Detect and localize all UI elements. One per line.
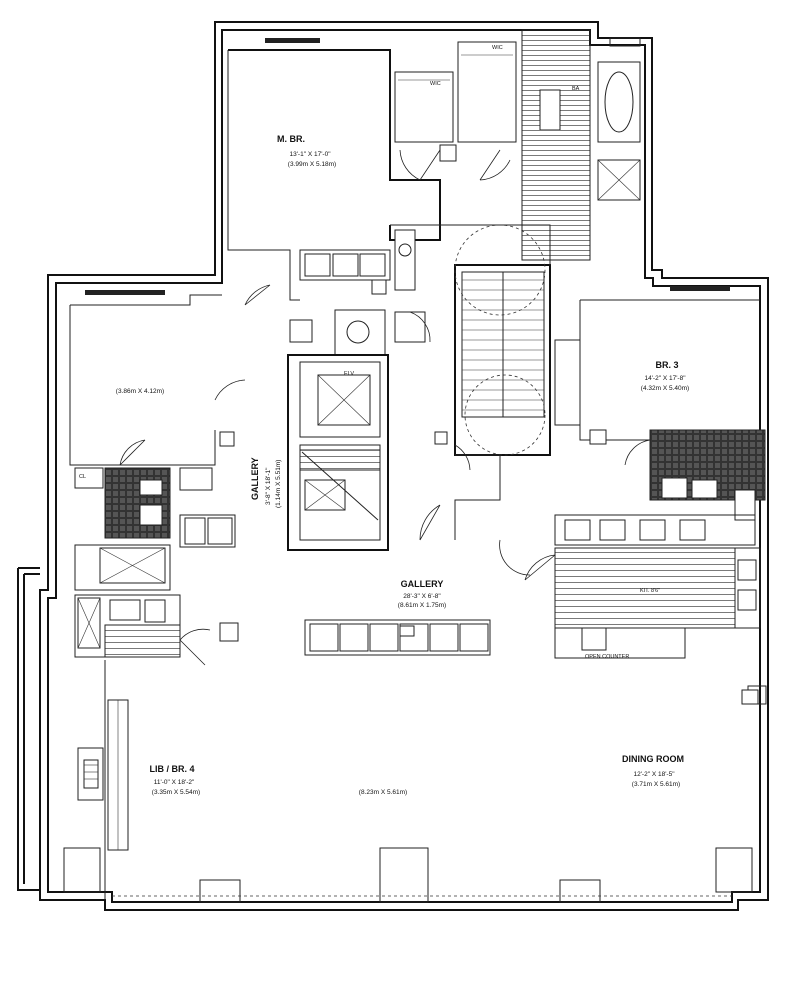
building-core: ELV bbox=[287, 224, 551, 551]
gallery-vertical-name: GALLERY bbox=[250, 457, 260, 500]
bedroom-3-dim-m: (4.32m X 5.40m) bbox=[641, 385, 689, 392]
lib-br4-dim-m: (3.35m X 5.54m) bbox=[152, 789, 200, 796]
dining-dim-m: (3.71m X 5.61m) bbox=[632, 781, 680, 788]
bedroom-3-dim-ft: 14'-2" X 17'-8" bbox=[644, 375, 686, 382]
master-bedroom-name: M. BR. bbox=[277, 134, 305, 144]
gallery-horizontal-dim-ft: 28'-3" X 6'-8" bbox=[403, 593, 441, 600]
dining-name: DINING ROOM bbox=[622, 754, 684, 764]
left-bedroom-dim-m: (3.86m X 4.12m) bbox=[116, 388, 164, 395]
lib-br4-name: LIB / BR. 4 bbox=[149, 764, 194, 774]
kitchen: KIT. 8'6" OPEN COUNTER bbox=[499, 539, 761, 705]
exterior-walls bbox=[17, 21, 769, 911]
kitchen-name: KIT. 8'6" bbox=[640, 588, 660, 594]
living-dim-m: (8.23m X 5.61m) bbox=[359, 789, 407, 796]
bedroom-3-name: BR. 3 bbox=[655, 360, 678, 370]
master-bedroom: M. BR. 13'-1" X 17'-0" (3.99m X 5.18m) W… bbox=[227, 29, 641, 306]
elevator-label: ELV bbox=[344, 371, 354, 377]
living-area: LIB / BR. 4 11'-0" X 18'-2" (3.35m X 5.5… bbox=[77, 660, 684, 900]
dining-dim-ft: 12'-2" X 18'-5" bbox=[633, 771, 675, 778]
stair-treads bbox=[462, 272, 544, 417]
master-bedroom-dim-ft: 13'-1" X 17'-0" bbox=[289, 151, 331, 158]
gallery-horizontal-dim-m: (8.61m X 1.75m) bbox=[398, 602, 446, 609]
gallery-vertical: GALLERY 3'-8" X 18'-1" (1.14m X 5.51m) bbox=[214, 379, 282, 508]
wic-label-top: WIC bbox=[492, 45, 503, 51]
gallery-horizontal: GALLERY 28'-3" X 6'-8" (8.61m X 1.75m) bbox=[304, 579, 491, 656]
gallery-horizontal-name: GALLERY bbox=[401, 579, 444, 589]
open-counter-label: OPEN COUNTER bbox=[585, 654, 629, 660]
master-bedroom-dim-m: (3.99m X 5.18m) bbox=[288, 161, 336, 168]
wic-label-mid: WIC bbox=[430, 81, 441, 87]
bath-label-master: BA bbox=[572, 86, 580, 92]
closet-label-left: CL bbox=[79, 474, 86, 480]
left-bedroom: (3.86m X 4.12m) CL bbox=[69, 294, 239, 666]
bedroom-3: BR. 3 14'-2" X 17'-8" (4.32m X 5.40m) bbox=[554, 299, 766, 546]
gallery-vertical-dim-ft: 3'-8" X 18'-1" bbox=[265, 467, 272, 505]
gallery-vertical-dim-m: (1.14m X 5.51m) bbox=[275, 460, 282, 508]
lib-br4-dim-ft: 11'-0" X 18'-2" bbox=[154, 779, 195, 786]
